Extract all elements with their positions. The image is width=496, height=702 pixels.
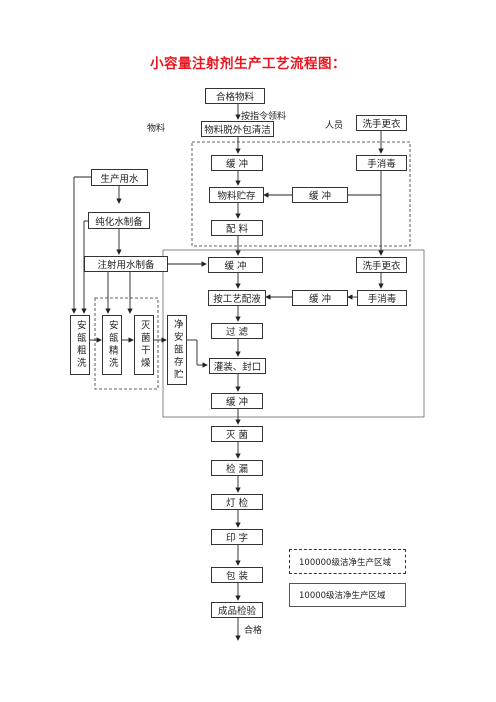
node-compounding: 配 料	[211, 220, 263, 236]
node-printing: 印 字	[211, 529, 263, 545]
label-by-instruction: 按指令领料	[241, 112, 287, 122]
node-fill-seal: 灌装、封口	[209, 358, 266, 374]
node-light-inspect: 灯 检	[211, 494, 263, 510]
node-purified-water: 纯化水制备	[88, 212, 150, 229]
node-injection-water: 注射用水制备	[84, 256, 168, 272]
node-sterile-dry: 灭菌干燥	[134, 315, 154, 375]
node-buffer-4: 缓 冲	[292, 290, 348, 306]
page-title: 小容量注射剂生产工艺流程图：	[150, 56, 346, 72]
node-process-solution: 按工艺配液	[208, 290, 266, 306]
node-sterilize: 灭 菌	[211, 426, 263, 442]
label-qualified: 合格	[244, 626, 263, 636]
ampoule-zone-boundary	[94, 297, 159, 390]
node-buffer-3: 缓 冲	[208, 257, 263, 273]
node-production-water: 生产用水	[91, 169, 148, 186]
node-buffer-2: 缓 冲	[292, 187, 348, 203]
node-hand-disinfect-2: 手消毒	[357, 290, 407, 306]
node-ampoule-rough-wash: 安瓿粗洗	[70, 315, 90, 375]
label-material: 物料	[147, 124, 166, 134]
node-ampoule-fine-wash: 安瓿精洗	[102, 315, 122, 375]
legend-grade-10000: 10000级洁净生产区域	[289, 583, 406, 607]
node-material-store: 物料贮存	[209, 187, 264, 203]
node-clean-ampoule-store: 净安瓿存贮	[167, 315, 187, 385]
node-buffer-1: 缓 冲	[211, 155, 263, 171]
node-packaging: 包 装	[211, 567, 263, 583]
node-change-clothes-1: 洗手更衣	[356, 115, 407, 131]
node-outer-clean: 物料脱外包清洁	[201, 121, 274, 137]
node-final-inspect: 成品检验	[211, 602, 263, 618]
node-qualified-material: 合格物料	[205, 88, 265, 104]
node-filtration: 过 滤	[211, 323, 263, 339]
node-hand-disinfect-1: 手消毒	[356, 155, 407, 171]
node-buffer-5: 缓 冲	[211, 393, 263, 409]
zone-10000-boundary	[162, 249, 425, 418]
zone-100000-boundary	[191, 141, 411, 247]
legend-grade-100000: 100000级洁净生产区域	[289, 549, 406, 574]
label-personnel: 人员	[325, 121, 344, 131]
node-leak-test: 检 漏	[211, 460, 263, 476]
node-change-clothes-2: 洗手更衣	[356, 257, 407, 273]
